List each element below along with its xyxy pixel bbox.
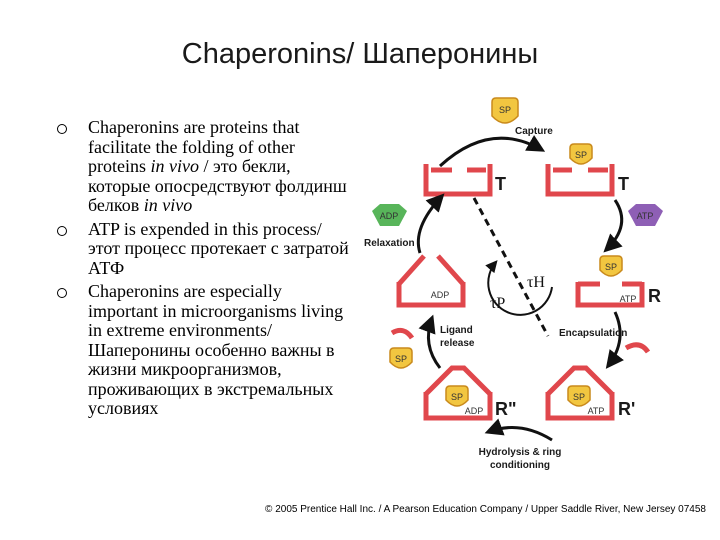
- atp-in-r-prime: ATP: [588, 406, 605, 416]
- chaperonin-cycle-diagram: SP Capture T SP T ATP ADP Relaxation τH …: [364, 97, 663, 471]
- ligand-release-label-1: Ligand: [440, 325, 473, 336]
- bullet-1-italic-1: in vivo: [150, 156, 199, 176]
- gro-es-cap: [624, 342, 651, 354]
- sp-label: SP: [605, 262, 617, 272]
- relaxation-arrow: [416, 193, 445, 254]
- ligand-release-label-2: release: [440, 338, 475, 349]
- bullet-3-text: Chaperonins are especially important in …: [88, 281, 344, 418]
- adp-tag: ADP: [372, 204, 407, 226]
- hydrolysis-arrow: [484, 418, 553, 442]
- released-cap: [390, 327, 415, 340]
- t-state-label-right: T: [618, 174, 629, 194]
- adp-in-chamber: ADP: [431, 290, 450, 300]
- r-prime-label: R': [618, 399, 635, 419]
- bullet-1-italic-2: in vivo: [143, 195, 193, 215]
- adp-label: ADP: [380, 211, 399, 221]
- sp-label: SP: [575, 150, 587, 160]
- bullet-dot: [57, 225, 67, 236]
- r-double-prime-label: R": [495, 399, 517, 419]
- copyright-notice: © 2005 Prentice Hall Inc. / A Pearson Ed…: [265, 504, 706, 515]
- bullet-list: Chaperonins are proteins that facilitate…: [52, 117, 352, 423]
- bullet-dot: [57, 124, 67, 134]
- dashed-divider: [472, 197, 550, 337]
- bullet-1-text-2: / это бекли, которые опосредствуют фолди…: [88, 156, 347, 215]
- sp-molecule-r-state: SP: [599, 255, 623, 277]
- encapsulation-arrow: [605, 311, 624, 369]
- ligand-release-arrow: [418, 314, 442, 369]
- adp-in-r-double-prime: ADP: [465, 406, 484, 416]
- chaperonin-t-state-right: [545, 164, 615, 197]
- bullet-item-1: Chaperonins are proteins that facilitate…: [52, 117, 352, 216]
- bullet-1-text: Chaperonins are proteins that facilitate…: [88, 117, 300, 176]
- chaperonin-r-state: [575, 281, 645, 308]
- atp-tag: ATP: [628, 204, 663, 226]
- atp-binding-arrow: [603, 199, 624, 253]
- bullet-item-2: ATP is expended in this process/ этот пр…: [52, 218, 352, 279]
- hydrolysis-label-2: conditioning: [490, 460, 550, 471]
- sp-molecule-r-prime: SP: [567, 385, 591, 407]
- bullet-item-3: Chaperonins are especially important in …: [52, 281, 352, 419]
- atp-label: ATP: [637, 211, 654, 221]
- chaperonin-t-state-left: [423, 164, 493, 197]
- atp-in-r: ATP: [620, 294, 637, 304]
- sp-label: SP: [395, 354, 407, 364]
- sp-molecule-bound-t: SP: [569, 143, 593, 165]
- tau-cycle-arrow: [485, 260, 553, 316]
- bullet-2-text: ATP is expended in this process/ этот пр…: [88, 218, 349, 278]
- tau-p-label: τP: [490, 295, 505, 312]
- slide-title: Chaperonins/ Шаперонины: [181, 38, 539, 70]
- bullet-dot: [57, 288, 67, 298]
- sp-label: SP: [451, 392, 463, 402]
- chaperonin-r-double-prime: [423, 365, 493, 421]
- sp-label: SP: [499, 105, 511, 115]
- encapsulation-label: Encapsulation: [559, 328, 627, 339]
- chaperonin-r-prime: [545, 365, 615, 421]
- sp-label: SP: [573, 392, 585, 402]
- r-state-label: R: [648, 286, 661, 306]
- sp-molecule-r-double-prime: SP: [445, 385, 469, 407]
- hydrolysis-label-1: Hydrolysis & ring: [479, 447, 562, 458]
- capture-arrow: [438, 135, 546, 168]
- relaxation-label: Relaxation: [364, 238, 415, 249]
- sp-molecule-capture: SP: [491, 97, 519, 124]
- capture-label: Capture: [515, 126, 553, 137]
- chaperonin-adp-state: [396, 254, 466, 308]
- sp-molecule-released: SP: [389, 347, 413, 369]
- t-state-label-left: T: [495, 174, 506, 194]
- tau-h-label: τH: [527, 274, 545, 291]
